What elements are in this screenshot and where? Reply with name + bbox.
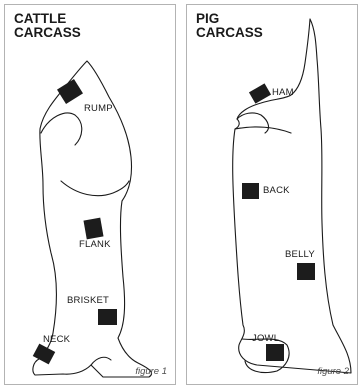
brisket-label: BRISKET	[67, 295, 109, 306]
rump-label: RUMP	[84, 103, 113, 114]
back-label: BACK	[263, 185, 290, 196]
belly-label: BELLY	[285, 249, 315, 260]
jowl-marker	[266, 344, 284, 361]
belly-marker	[297, 263, 315, 280]
neck-label: NECK	[43, 334, 70, 345]
ham-label: HAM	[272, 87, 294, 98]
cattle-figure-caption: figure 1	[135, 366, 167, 377]
flank-marker	[83, 218, 103, 240]
cattle-carcass-figure: CATTLE CARCASS RUMP FLANK BRISKET NECK f…	[4, 4, 176, 385]
cattle-carcass-outline	[5, 5, 177, 386]
flank-label: FLANK	[79, 239, 111, 250]
back-marker	[242, 183, 259, 199]
brisket-marker	[98, 309, 117, 325]
pig-carcass-figure: PIG CARCASS HAM BACK BELLY JOWL figure 2	[186, 4, 358, 385]
pig-figure-caption: figure 2	[317, 366, 349, 377]
jowl-label: JOWL	[252, 333, 279, 344]
